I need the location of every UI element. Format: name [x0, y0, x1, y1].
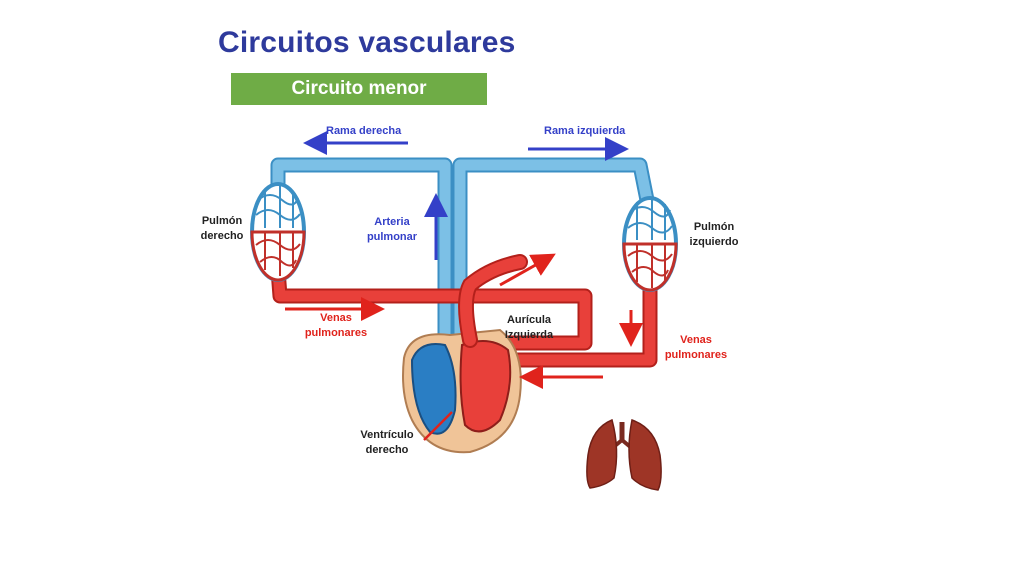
label-line: Arteria	[374, 216, 410, 228]
heart	[402, 254, 528, 454]
label-rama-izquierda: Rama izquierda	[544, 125, 626, 137]
label-venas-pulmonares-der: Venas pulmonares	[660, 333, 732, 363]
arrow-aorta	[499, 253, 556, 287]
label-arteria-pulmonar: Arteria pulmonar	[362, 215, 422, 245]
label-line: Pulmón	[693, 221, 735, 233]
label-rama-derecha: Rama derecha	[326, 125, 402, 137]
label-line: pulmonares	[664, 349, 728, 361]
label-pulmon-derecho: Pulmón derecho	[196, 214, 248, 244]
right-lung-capillaries	[250, 182, 306, 282]
label-line: izquierdo	[689, 236, 739, 248]
lungs-illustration	[586, 418, 662, 491]
label-line: Izquierda	[504, 329, 554, 341]
label-line: Pulmón	[201, 215, 243, 227]
label-venas-pulmonares-izq: Venas pulmonares	[300, 311, 372, 341]
label-line: pulmonares	[304, 327, 368, 339]
label-line: derecho	[200, 230, 244, 242]
left-lung-capillaries	[622, 196, 678, 292]
pulmonary-vein-vessels	[270, 262, 658, 368]
section-banner: Circuito menor	[231, 73, 487, 105]
label-ventriculo-derecho: Ventrículo derecho	[354, 428, 420, 458]
page-title: Circuitos vasculares	[218, 26, 516, 59]
label-line: Aurícula	[506, 314, 551, 326]
label-line: derecho	[365, 444, 409, 456]
label-line: Venas	[680, 334, 712, 346]
label-pulmon-izquierdo: Pulmón izquierdo	[684, 220, 744, 250]
pointer-ventriculo	[423, 411, 453, 441]
label-auricula-izquierda: Aurícula Izquierda	[498, 313, 560, 343]
label-line: Venas	[320, 312, 352, 324]
label-line: Ventrículo	[360, 429, 414, 441]
label-line: pulmonar	[366, 231, 418, 243]
